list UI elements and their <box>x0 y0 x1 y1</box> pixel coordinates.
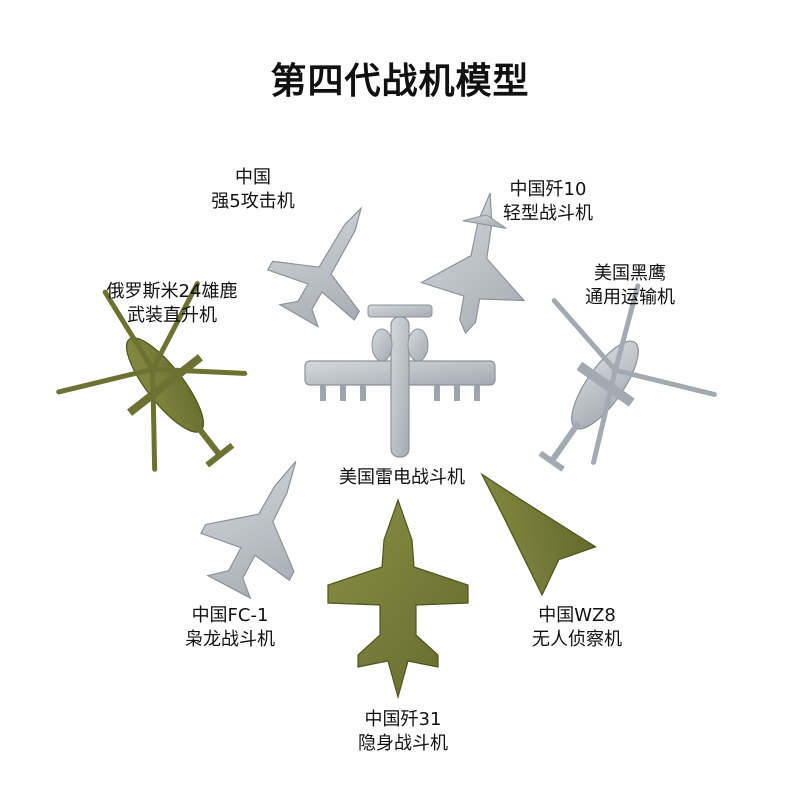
label-a10: 美国雷电战斗机 <box>322 466 482 490</box>
label-j10: 中国歼10 轻型战斗机 <box>488 178 608 226</box>
label-fc1: 中国FC-1 枭龙战斗机 <box>160 604 300 652</box>
page-title: 第四代战机模型 <box>270 61 530 102</box>
mi24-hind-helicopter-model <box>56 281 248 472</box>
fc1-fighter-model <box>200 461 297 600</box>
label-j31-line2: 隐身战斗机 <box>358 733 448 754</box>
label-fc1-line2: 枭龙战斗机 <box>185 629 275 650</box>
blackhawk-helicopter-model <box>538 283 717 472</box>
q5-attack-aircraft-model <box>266 206 363 329</box>
label-fc1-line1: 中国FC-1 <box>191 605 269 626</box>
label-mi24-line1: 俄罗斯米24雄鹿 <box>106 281 238 302</box>
label-j31: 中国歼31 隐身战斗机 <box>338 708 468 756</box>
label-mi24-line2: 武装直升机 <box>127 305 217 326</box>
j10-fighter-model <box>420 192 526 334</box>
label-q5: 中国 强5攻击机 <box>198 166 308 214</box>
label-wz8: 中国WZ8 无人侦察机 <box>512 604 642 652</box>
j31-stealth-fighter-model <box>327 498 469 700</box>
label-j10-line2: 轻型战斗机 <box>503 203 593 224</box>
label-j10-line1: 中国歼10 <box>509 179 587 200</box>
label-blackhawk-line2: 通用运输机 <box>585 287 675 308</box>
label-mi24: 俄罗斯米24雄鹿 武装直升机 <box>82 280 262 328</box>
wz8-uav-model <box>480 472 597 597</box>
label-a10-line1: 美国雷电战斗机 <box>339 467 465 488</box>
label-q5-line1: 中国 <box>235 167 271 188</box>
label-q5-line2: 强5攻击机 <box>211 191 295 212</box>
label-blackhawk: 美国黑鹰 通用运输机 <box>560 262 700 310</box>
a10-thunderbolt-model <box>304 304 496 458</box>
label-j31-line1: 中国歼31 <box>364 709 442 730</box>
label-wz8-line1: 中国WZ8 <box>538 605 616 626</box>
label-wz8-line2: 无人侦察机 <box>532 629 622 650</box>
label-blackhawk-line1: 美国黑鹰 <box>594 263 666 284</box>
